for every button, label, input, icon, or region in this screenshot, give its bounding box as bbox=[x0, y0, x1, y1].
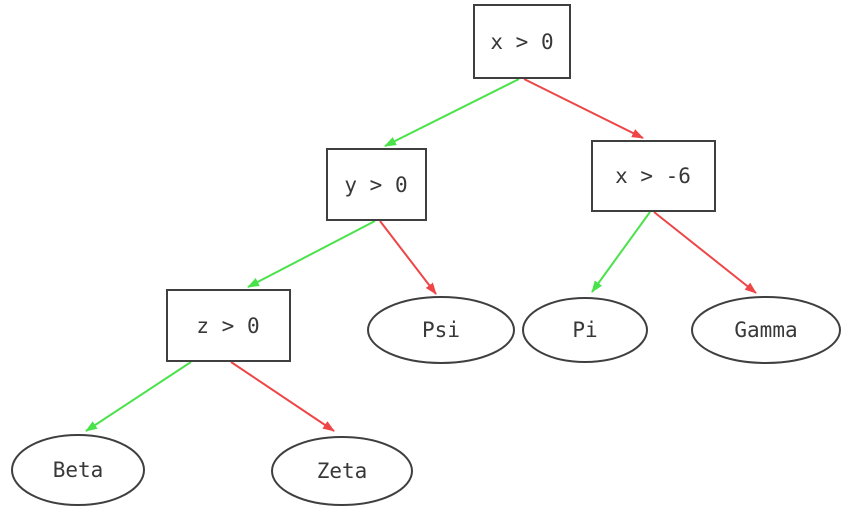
edge-xneg6-to-gamma-red bbox=[653, 211, 757, 294]
leaf-ellipse-pi bbox=[522, 297, 648, 363]
node-box-z-gt-0 bbox=[166, 289, 291, 362]
leaf-pi-label: Pi bbox=[572, 318, 597, 342]
node-x-gt-0-label: x > 0 bbox=[490, 30, 553, 54]
leaf-beta-label: Beta bbox=[53, 458, 104, 482]
edge-x0-to-y0-green bbox=[384, 78, 520, 147]
node-z-gt-0-label: z > 0 bbox=[196, 314, 259, 338]
node-box-x-gt-neg6 bbox=[591, 140, 716, 212]
leaf-gamma-label: Gamma bbox=[734, 318, 797, 342]
leaf-ellipse-gamma bbox=[691, 296, 841, 364]
edge-y0-to-psi-red bbox=[379, 220, 437, 295]
edge-z0-to-zeta-red bbox=[230, 361, 335, 432]
node-box-y-gt-0 bbox=[326, 148, 427, 221]
node-y-gt-0-label: y > 0 bbox=[344, 173, 407, 197]
node-box-x-gt-0 bbox=[473, 4, 571, 79]
node-x-gt-neg6-label: x > -6 bbox=[615, 164, 691, 188]
leaf-psi-label: Psi bbox=[422, 318, 460, 342]
edge-z0-to-beta-green bbox=[85, 361, 192, 432]
edge-y0-to-z0-green bbox=[247, 220, 376, 288]
edge-x0-to-xneg6-red bbox=[523, 78, 644, 139]
leaf-ellipse-psi bbox=[367, 296, 515, 364]
leaf-ellipse-beta bbox=[11, 434, 145, 506]
leaf-ellipse-zeta bbox=[271, 436, 413, 506]
leaf-zeta-label: Zeta bbox=[317, 459, 368, 483]
edge-xneg6-to-pi-green bbox=[591, 211, 651, 293]
